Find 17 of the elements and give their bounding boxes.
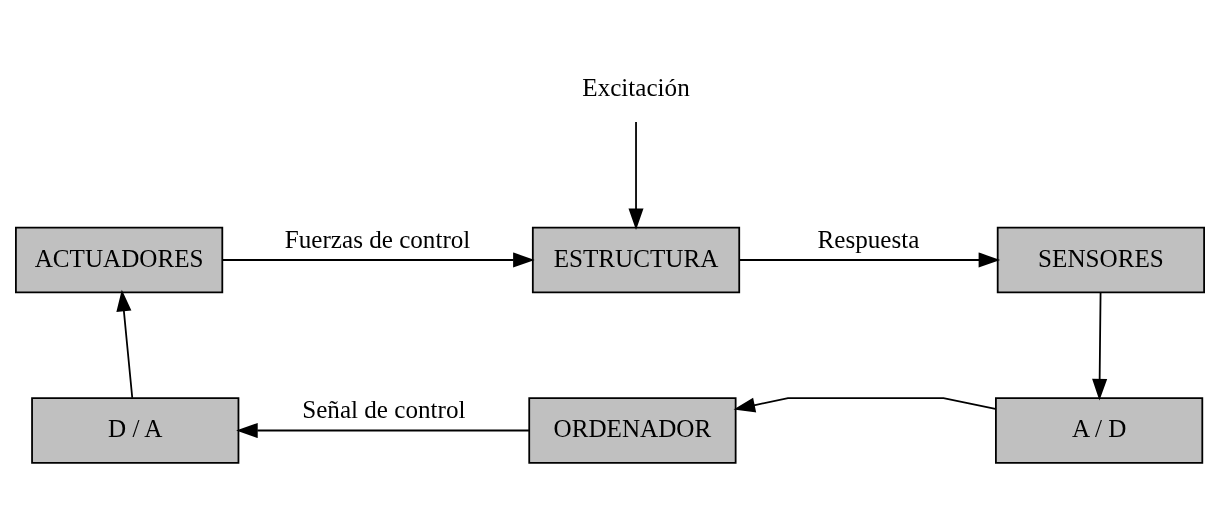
node-box: ACTUADORES — [15, 226, 224, 294]
arrow — [236, 422, 530, 439]
node-box: D / A — [31, 397, 240, 464]
node-box: SENSORES — [996, 226, 1205, 294]
edge-label: Respuesta — [817, 225, 920, 253]
arrow — [628, 121, 644, 230]
node-box: A / D — [995, 397, 1204, 464]
edge-label: Fuerzas de control — [284, 225, 471, 253]
node-text: Excitación — [582, 74, 690, 102]
arrow — [221, 252, 535, 268]
node-box: ESTRUCTURA — [531, 226, 741, 294]
arrow — [738, 252, 1001, 268]
node-box: ORDENADOR — [528, 397, 737, 464]
arrow — [116, 289, 134, 399]
arrow — [733, 397, 997, 413]
edge-label: Señal de control — [302, 396, 466, 424]
arrow — [1092, 291, 1108, 401]
